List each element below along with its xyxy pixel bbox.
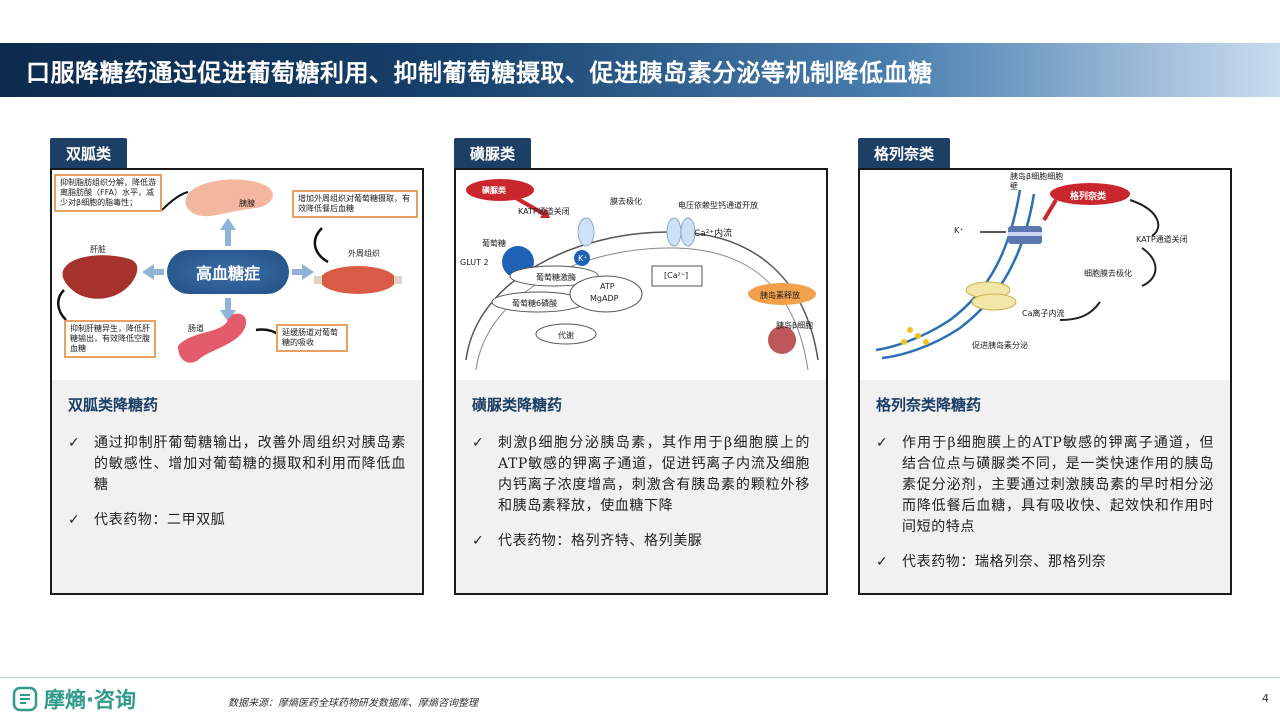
data-source: 数据来源：摩熵医药全球药物研发数据库、摩熵咨询整理 [228,698,478,709]
callout-peripheral-uptake: 增加外周组织对葡萄糖摄取，有效降低餐后血糖 [292,190,418,218]
tab-sulfonylurea: 磺脲类 [454,138,532,169]
list-item: ✓ 代表药物：格列齐特、格列美脲 [472,531,810,552]
brand-logo: 摩熵·咨询 [12,684,136,714]
intestine-shape [178,313,247,363]
check-icon: ✓ [876,435,888,451]
text-area: 格列奈类降糖药 ✓ 作用于β细胞膜上的ATP敏感的钾离子通道，但结合位点与磺脲类… [860,380,1230,593]
card-box: 胰岛β细胞细胞壁 格列奈类 K⁺ KATP通道关闭 细胞膜去极化 Ca离子内流 … [858,168,1232,595]
ca-box [651,265,703,287]
point-text: 通过抑制肝葡萄糖输出，改善外周组织对胰岛素的敏感性、增加对葡萄糖的摄取和利用而降… [94,435,406,493]
card-box: 磺脲类 KATP通道关闭 膜去极化 电压依赖型钙通道开放 Ca²⁺内流 GLUT… [454,168,828,595]
label-glucose: 葡萄糖 [482,239,506,248]
list-item: ✓ 作用于β细胞膜上的ATP敏感的钾离子通道，但结合位点与磺脲类不同，是一类快速… [876,433,1214,538]
check-icon: ✓ [68,512,80,528]
drug-pill [466,179,534,201]
label-glut2: GLUT 2 [460,258,489,267]
label-k: K⁺ [578,254,588,263]
biguanide-diagram [57,179,402,363]
label-depolarization: 膜去极化 [610,197,642,206]
check-icon: ✓ [68,435,80,451]
tab-glinide: 格列奈类 [858,138,951,169]
curve-arrow-muscle [313,227,329,264]
page-title: 口服降糖药通过促进葡萄糖利用、抑制葡萄糖摄取、促进胰岛素分泌等机制降低血糖 [26,58,933,87]
label-insulin-secretion: 促进胰岛素分泌 [972,341,1028,350]
page-number: 4 [1262,692,1269,705]
text-area: 磺脲类降糖药 ✓ 刺激β细胞分泌胰岛素，其作用于β细胞膜上的ATP敏感的钾离子通… [456,380,826,593]
label-g6p: 葡萄糖6磷酸 [512,299,558,308]
subtitle: 双胍类降糖药 [68,396,159,414]
label-pancreas: 胰腺 [239,199,255,208]
hyperglycemia-center: 高血糖症 [167,250,289,294]
subtitle: 磺脲类降糖药 [472,396,563,414]
logo-text: 摩熵·咨询 [44,688,136,712]
card-box: 高血糖症 胰腺 肝脏 外周组织 肠道 抑制脂肪组织分解，降低游离脂肪酸（FFA）… [50,168,424,595]
check-icon: ✓ [472,533,484,549]
label-katp: KATP通道关闭 [518,207,570,216]
liver-shape [62,255,138,299]
point-text: 作用于β细胞膜上的ATP敏感的钾离子通道，但结合位点与磺脲类不同，是一类快速作用… [902,435,1214,535]
sulfonylurea-diagram [465,179,819,371]
tab-biguanide: 双胍类 [50,138,128,169]
sulfonylurea-mechanism-figure: 磺脲类 KATP通道关闭 膜去极化 电压依赖型钙通道开放 Ca²⁺内流 GLUT… [456,170,826,380]
drug-pill [1050,183,1130,205]
cell-wall [875,189,1022,352]
label-depolarization: 细胞膜去极化 [1084,269,1132,278]
list-item: ✓ 通过抑制肝葡萄糖输出，改善外周组织对胰岛素的敏感性、增加对葡萄糖的摄取和利用… [68,433,406,496]
footer-divider [0,677,1280,678]
list-item: ✓ 代表药物：瑞格列奈、那格列奈 [876,552,1214,573]
list-item: ✓ 代表药物：二甲双胍 [68,510,406,531]
title-banner: 口服降糖药通过促进葡萄糖利用、抑制葡萄糖摄取、促进胰岛素分泌等机制降低血糖 [0,43,1280,97]
label-drug: 格列奈类 [1070,192,1107,202]
label-muscle: 外周组织 [348,249,380,258]
callout-liver: 抑制肝糖异生，降低肝糖输出，有效降低空腹血糖 [64,320,156,358]
label-insulin-release: 胰岛素释放 [760,291,800,300]
label-cell-wall: 胰岛β细胞细胞壁 [1010,172,1064,191]
label-vdcc: 电压依赖型钙通道开放 [678,201,758,210]
label-ca-box: [Ca²⁺] [664,271,689,280]
label-hexokinase: 葡萄糖激酶 [536,273,576,282]
label-beta-cell: 胰岛β细胞 [776,321,814,330]
label-mgadp: MgADP [590,294,619,303]
insulin-release-pill [748,283,816,305]
beta-cell-image [768,326,796,354]
list-item: ✓ 刺激β细胞分泌胰岛素，其作用于β细胞膜上的ATP敏感的钾离子通道，促进钙离子… [472,433,810,517]
glinide-mechanism-figure: 胰岛β细胞细胞壁 格列奈类 K⁺ KATP通道关闭 细胞膜去极化 Ca离子内流 … [860,170,1230,380]
label-intestine: 肠道 [188,324,204,333]
glinide-diagram [875,183,1160,360]
label-atp: ATP [600,282,615,291]
label-liver: 肝脏 [90,245,106,254]
label-katp: KATP通道关闭 [1136,235,1188,244]
check-icon: ✓ [472,435,484,451]
point-text: 代表药物：格列齐特、格列美脲 [498,533,703,549]
label-metabolism: 代谢 [558,331,574,340]
muscle-shape [320,266,396,294]
label-ca-influx: Ca离子内流 [1022,309,1065,318]
curve-arrow-pancreas [161,191,189,211]
point-text: 代表药物：瑞格列奈、那格列奈 [902,554,1107,570]
callout-intestine: 延缓肠道对葡萄糖的吸收 [276,324,348,352]
biguanide-mechanism-figure: 高血糖症 胰腺 肝脏 外周组织 肠道 抑制脂肪组织分解，降低游离脂肪酸（FFA）… [52,170,422,380]
curve-arrow-liver [57,289,67,321]
label-drug: 磺脲类 [482,186,506,195]
point-text: 代表药物：二甲双胍 [94,512,226,528]
subtitle: 格列奈类降糖药 [876,396,982,414]
label-k: K⁺ [954,226,964,235]
point-text: 刺激β细胞分泌胰岛素，其作用于β细胞膜上的ATP敏感的钾离子通道，促进钙离子内流… [498,435,810,514]
callout-fat-tissue: 抑制脂肪组织分解，降低游离脂肪酸（FFA）水平，减少对β细胞的脂毒性； [54,174,162,212]
metabolism-node [535,323,597,345]
check-icon: ✓ [876,554,888,570]
text-area: 双胍类降糖药 ✓ 通过抑制肝葡萄糖输出，改善外周组织对胰岛素的敏感性、增加对葡萄… [52,380,422,593]
label-ca-influx: Ca²⁺内流 [694,229,733,239]
atp-node [569,275,643,313]
logo-icon [12,686,38,712]
pancreas-shape [185,179,273,217]
